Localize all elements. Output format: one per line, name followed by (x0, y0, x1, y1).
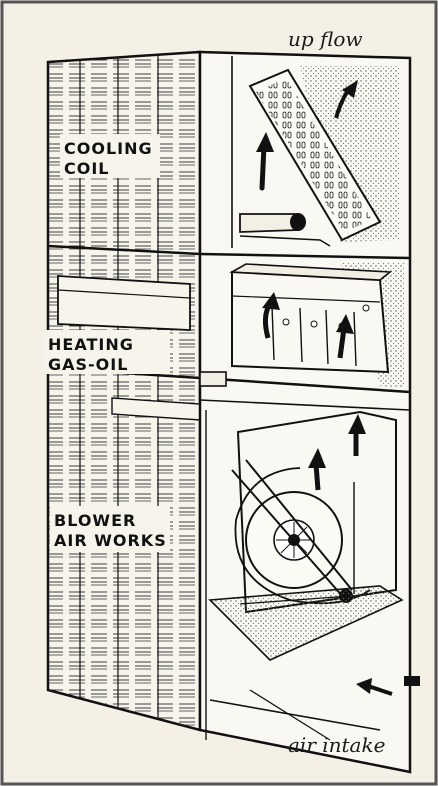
blower-label-line2: AIR WORKS (54, 531, 167, 550)
air-intake-label: air intake (288, 733, 385, 757)
heating-label-line2: GAS-OIL (48, 355, 128, 374)
heating-label-line1: HEATING (48, 335, 134, 354)
cooling-label-line1: COOLING (64, 139, 153, 158)
blower-label-line1: BLOWER (54, 511, 136, 530)
up-flow-label: up flow (288, 27, 363, 51)
cooling-label-line2: COIL (64, 159, 110, 178)
